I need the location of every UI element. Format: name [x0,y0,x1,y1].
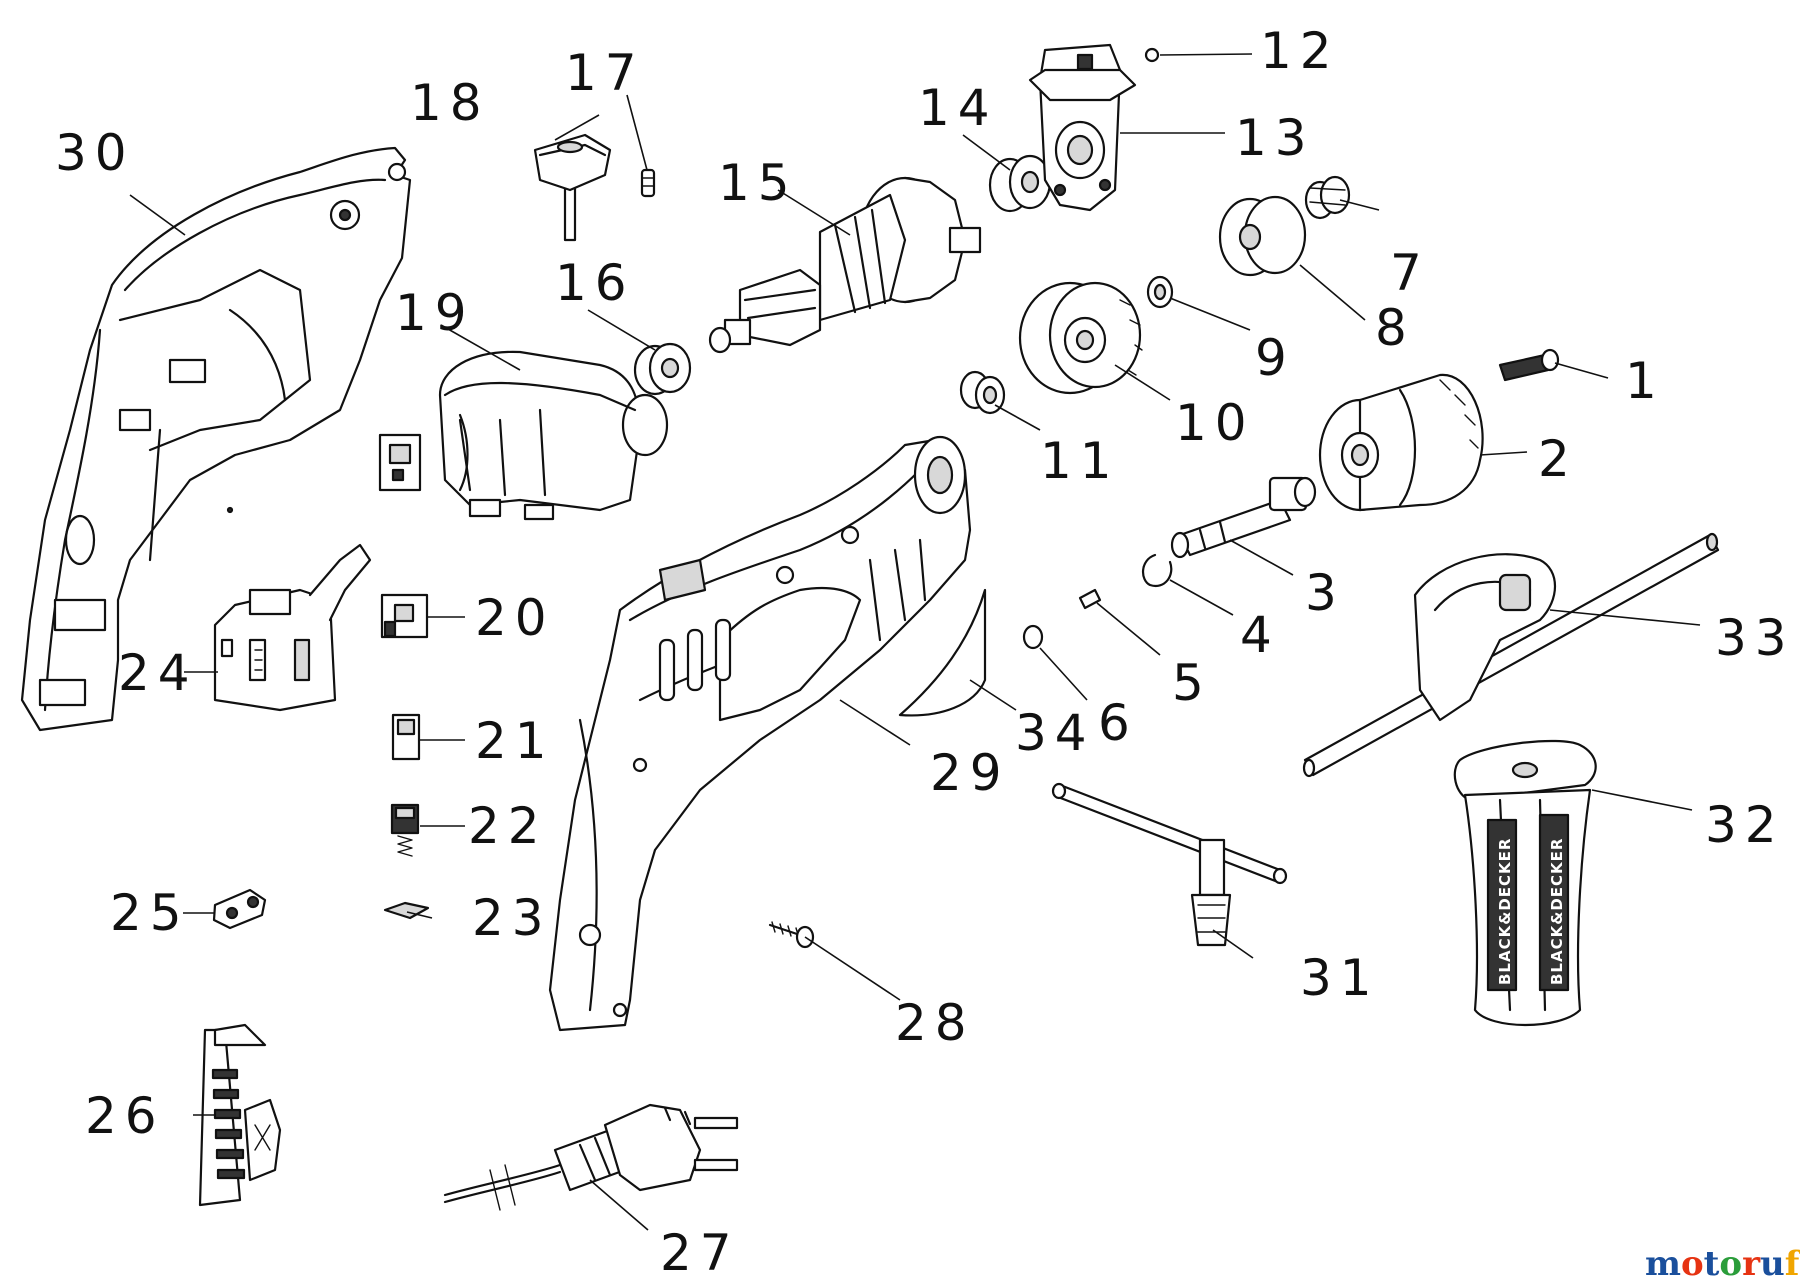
part-12-steel-ball [1144,47,1160,63]
part-19-stator [438,350,669,521]
callout-8: 8 [1375,299,1415,357]
callout-15: 15 [718,154,798,212]
watermark-letter: u [1760,1244,1785,1284]
part-20-brush-holder [380,593,429,639]
callout-32: 32 [1705,796,1785,854]
part-2-drill-chuck [1318,373,1484,512]
callout-22: 22 [468,797,548,855]
callout-12: 12 [1260,22,1340,80]
callout-16: 16 [555,254,635,312]
callout-28: 28 [895,994,975,1052]
part-27-power-cord-plug [443,1103,739,1211]
callout-9: 9 [1255,329,1295,387]
callout-4: 4 [1240,606,1280,664]
part-5-key [1078,588,1102,610]
callout-24: 24 [118,644,198,702]
part-23-pad [383,901,430,920]
callout-17: 17 [565,44,645,102]
callout-2: 2 [1538,430,1578,488]
callout-3: 3 [1305,564,1345,622]
handle-print-right: BLACK&DECKER [1548,838,1566,985]
part-15-armature [708,176,982,354]
watermark-letter: f [1785,1244,1800,1284]
callout-27: 27 [660,1224,740,1282]
watermark-text: motoruf.de [1645,1244,1800,1284]
callout-31: 31 [1300,949,1380,1007]
part-26-cord-protector [198,1023,282,1207]
callout-30: 30 [55,124,135,182]
watermark-letter: r [1742,1244,1761,1284]
callout-33: 33 [1715,609,1795,667]
part-11-bushing [959,370,1006,415]
part-14-bearing [988,154,1052,213]
watermark-letter: o [1681,1244,1704,1284]
part-34-label [898,588,987,717]
callout-23: 23 [472,889,552,947]
part-10-gear [1018,281,1143,395]
callout-labels: 1 2 3 4 5 6 7 8 9 10 11 12 13 14 15 16 1… [55,22,1795,1282]
watermark-letter: m [1645,1244,1681,1284]
part-3-spindle [1170,476,1317,559]
part-16-bearing [633,342,692,396]
part-30-housing-left [20,146,412,732]
watermark-letter: t [1704,1244,1720,1284]
callout-6: 6 [1098,694,1138,752]
callout-10: 10 [1175,394,1255,452]
callout-26: 26 [85,1087,165,1145]
callout-29: 29 [930,744,1010,802]
callout-25: 25 [110,884,190,942]
part-19-brush-holder-block [378,433,422,492]
watermark-logo: motoruf.de [1645,1244,1800,1284]
callout-34: 34 [1015,704,1095,762]
part-21-brush-tube [391,713,421,761]
callout-5: 5 [1172,654,1212,712]
part-24-switch [213,543,372,712]
part-1-chuck-screw [1498,348,1560,382]
part-28-screw [768,921,815,949]
part-9-washer [1146,275,1174,309]
part-17-set-screw [640,168,656,198]
part-25-cord-clamp [212,888,267,930]
callout-19: 19 [395,284,475,342]
part-29-housing-right [548,435,972,1032]
part-8-bearing [1218,195,1307,277]
part-18-selector-knob [533,133,612,242]
part-32-side-handle [1413,553,1597,1027]
callout-20: 20 [475,589,555,647]
part-13-bracket [1028,43,1137,212]
part-7-spring [1304,175,1351,220]
part-4-circlip [1142,553,1173,588]
part-22-carbon-brush [390,803,420,857]
part-33-depth-rod [1302,532,1720,778]
part-6-ring [1022,624,1044,650]
callout-1: 1 [1625,352,1665,410]
part-31-chuck-key [1051,782,1288,947]
callout-21: 21 [475,712,555,770]
callout-18: 18 [410,74,490,132]
leader-lines [129,53,1701,1231]
callout-7: 7 [1390,244,1430,302]
callout-13: 13 [1235,109,1315,167]
watermark-letter: o [1719,1244,1742,1284]
callout-14: 14 [918,79,998,137]
callout-11: 11 [1040,432,1120,490]
handle-print-left: BLACK&DECKER [1496,838,1514,985]
